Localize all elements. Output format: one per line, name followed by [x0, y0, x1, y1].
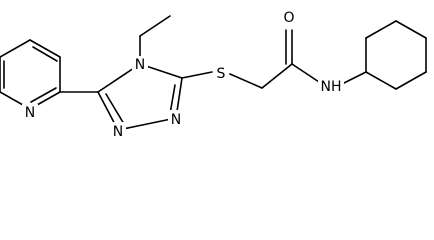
bond-double [32, 46, 58, 62]
cyclohexane-ring [365, 20, 427, 90]
bond-double [30, 87, 57, 103]
bond [365, 71, 397, 90]
bond [395, 20, 427, 39]
atom-label-s: S [217, 66, 226, 82]
structure-canvas: N N N N S O NH [0, 8, 427, 140]
bond-c-s [181, 71, 213, 79]
atom-label-n4: N [135, 57, 145, 73]
atom-label-nh: NH [321, 79, 342, 95]
bond-c-n [291, 63, 323, 85]
bond-double [169, 84, 176, 115]
bond-ethyl [139, 15, 171, 37]
bond-c-c [261, 63, 293, 89]
bond-s-c [229, 73, 263, 89]
atom-label-pyridine-n: N [25, 105, 35, 121]
atom-label-o: O [283, 10, 294, 26]
bond [395, 71, 427, 90]
pyridine-ring [0, 39, 61, 110]
atom-label-n1: N [113, 124, 123, 140]
bond [117, 117, 177, 131]
atom-label-n2: N [171, 112, 181, 128]
molecule-diagram: N N N N S O NH [0, 8, 427, 140]
bond-double [105, 93, 125, 125]
bond [0, 39, 31, 58]
bond [365, 20, 397, 39]
bond-n-c [341, 71, 367, 85]
bond [29, 39, 61, 58]
